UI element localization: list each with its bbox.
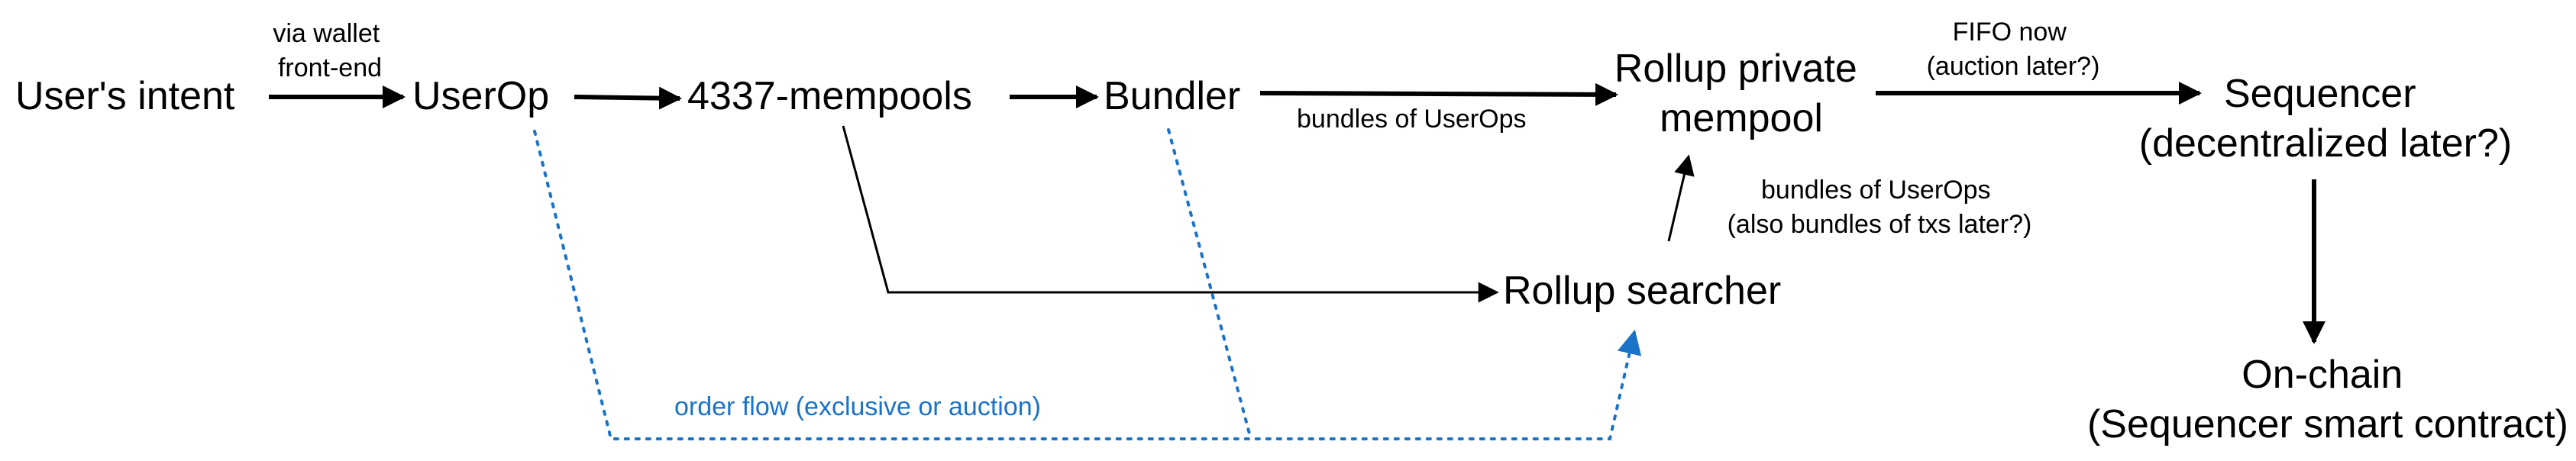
node-rollup-searcher: Rollup searcher <box>1503 269 1781 313</box>
label-bundles-searcher-line1: bundles of UserOps <box>1761 176 1991 205</box>
edge-bundler-to-private-mempool <box>1259 82 1618 106</box>
edge-userop-to-mempools <box>574 86 682 110</box>
label-via-wallet: via wallet front-end <box>273 19 386 82</box>
label-fifo: FIFO now (auction later?) <box>1927 18 2100 81</box>
node-bundler: Bundler <box>1104 74 1240 118</box>
node-4337-mempools: 4337-mempools <box>687 74 972 118</box>
edge-order-flow-dotted <box>533 130 1642 440</box>
node-userop: UserOp <box>412 74 549 118</box>
node-rollup-private-mempool-line1: Rollup private <box>1614 47 1857 91</box>
node-sequencer: Sequencer (decentralized later?) <box>2139 72 2512 166</box>
node-onchain-line2: (Sequencer smart contract) <box>2087 402 2568 446</box>
label-fifo-line1: FIFO now <box>1953 18 2067 47</box>
label-bundles-of-userops-searcher: bundles of UserOps (also bundles of txs … <box>1728 176 2032 239</box>
edge-bundler-order-flow-dotted <box>1167 128 1252 438</box>
label-order-flow: order flow (exclusive or auction) <box>674 392 1041 421</box>
label-fifo-line2: (auction later?) <box>1927 52 2100 81</box>
node-rollup-private-mempool-line2: mempool <box>1660 96 1823 140</box>
node-user-intent: User's intent <box>15 74 235 118</box>
edge-mempools-to-searcher <box>842 125 1499 303</box>
node-sequencer-line2: (decentralized later?) <box>2139 121 2512 166</box>
node-onchain: On-chain (Sequencer smart contract) <box>2087 353 2568 446</box>
label-bundles-of-userops-main: bundles of UserOps <box>1297 105 1527 134</box>
label-bundles-searcher-line2: (also bundles of txs later?) <box>1728 210 2032 239</box>
edge-searcher-to-private-mempool <box>1667 154 1695 242</box>
node-sequencer-line1: Sequencer <box>2224 72 2416 116</box>
node-rollup-private-mempool: Rollup private mempool <box>1614 47 1868 140</box>
label-via-wallet-line1: via wallet <box>273 19 380 48</box>
node-onchain-line1: On-chain <box>2241 353 2403 397</box>
label-via-wallet-line2: front-end <box>278 53 382 82</box>
